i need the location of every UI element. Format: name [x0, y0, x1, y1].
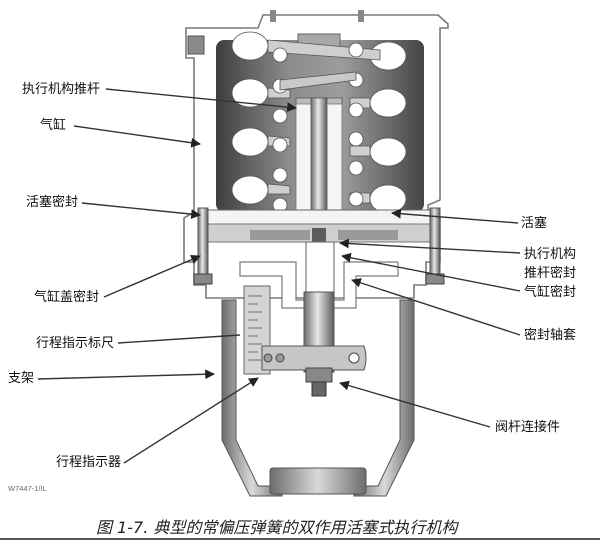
leader-piston-seal — [81, 202, 201, 219]
leader-cylinder-seal — [341, 252, 521, 292]
leader-actuator-stem — [105, 88, 297, 112]
figure-caption: 图 1-7. 典型的常偏压弹簧的双作用活塞式执行机构 — [96, 518, 458, 537]
leader-seal-bushing — [351, 278, 521, 336]
label-seal-bushing: 密封轴套 — [524, 328, 577, 343]
caption-rule — [0, 538, 600, 540]
leader-cylinder — [73, 125, 201, 148]
leader-cylinder-cover-seal — [103, 254, 201, 298]
leader-travel-scale — [117, 334, 241, 344]
label-actuator-stem-seal-line1: 执行机构 — [524, 247, 577, 262]
leader-lines — [37, 88, 521, 464]
label-cylinder-cover-seal: 气缸盖密封 — [34, 290, 100, 305]
piston — [205, 209, 433, 278]
tie-bolts — [193, 207, 445, 285]
label-actuator-stem-seal-line2: 推杆密封 — [524, 266, 577, 281]
stem-connector — [261, 291, 367, 397]
yoke — [221, 299, 415, 497]
spring-coils — [231, 31, 407, 214]
label-actuator-stem: 执行机构推杆 — [22, 82, 101, 97]
label-stem-connector: 阀杆连接件 — [495, 420, 561, 435]
label-piston: 活塞 — [521, 216, 548, 231]
label-cylinder-seal: 气缸密封 — [524, 285, 577, 300]
figure-code: W7447-1/IL — [8, 484, 47, 493]
label-travel-scale: 行程指示标尺 — [36, 336, 115, 351]
leader-yoke — [37, 369, 215, 380]
leader-piston — [391, 208, 519, 224]
label-travel-indicator: 行程指示器 — [56, 455, 122, 470]
label-piston-seal: 活塞密封 — [26, 195, 79, 210]
leader-stem-connector — [339, 380, 491, 428]
leader-actuator-stem-seal-line1 — [339, 238, 521, 254]
leader-travel-indicator — [123, 377, 259, 464]
label-cylinder: 气缸 — [40, 118, 67, 133]
label-yoke: 支架 — [8, 371, 35, 386]
